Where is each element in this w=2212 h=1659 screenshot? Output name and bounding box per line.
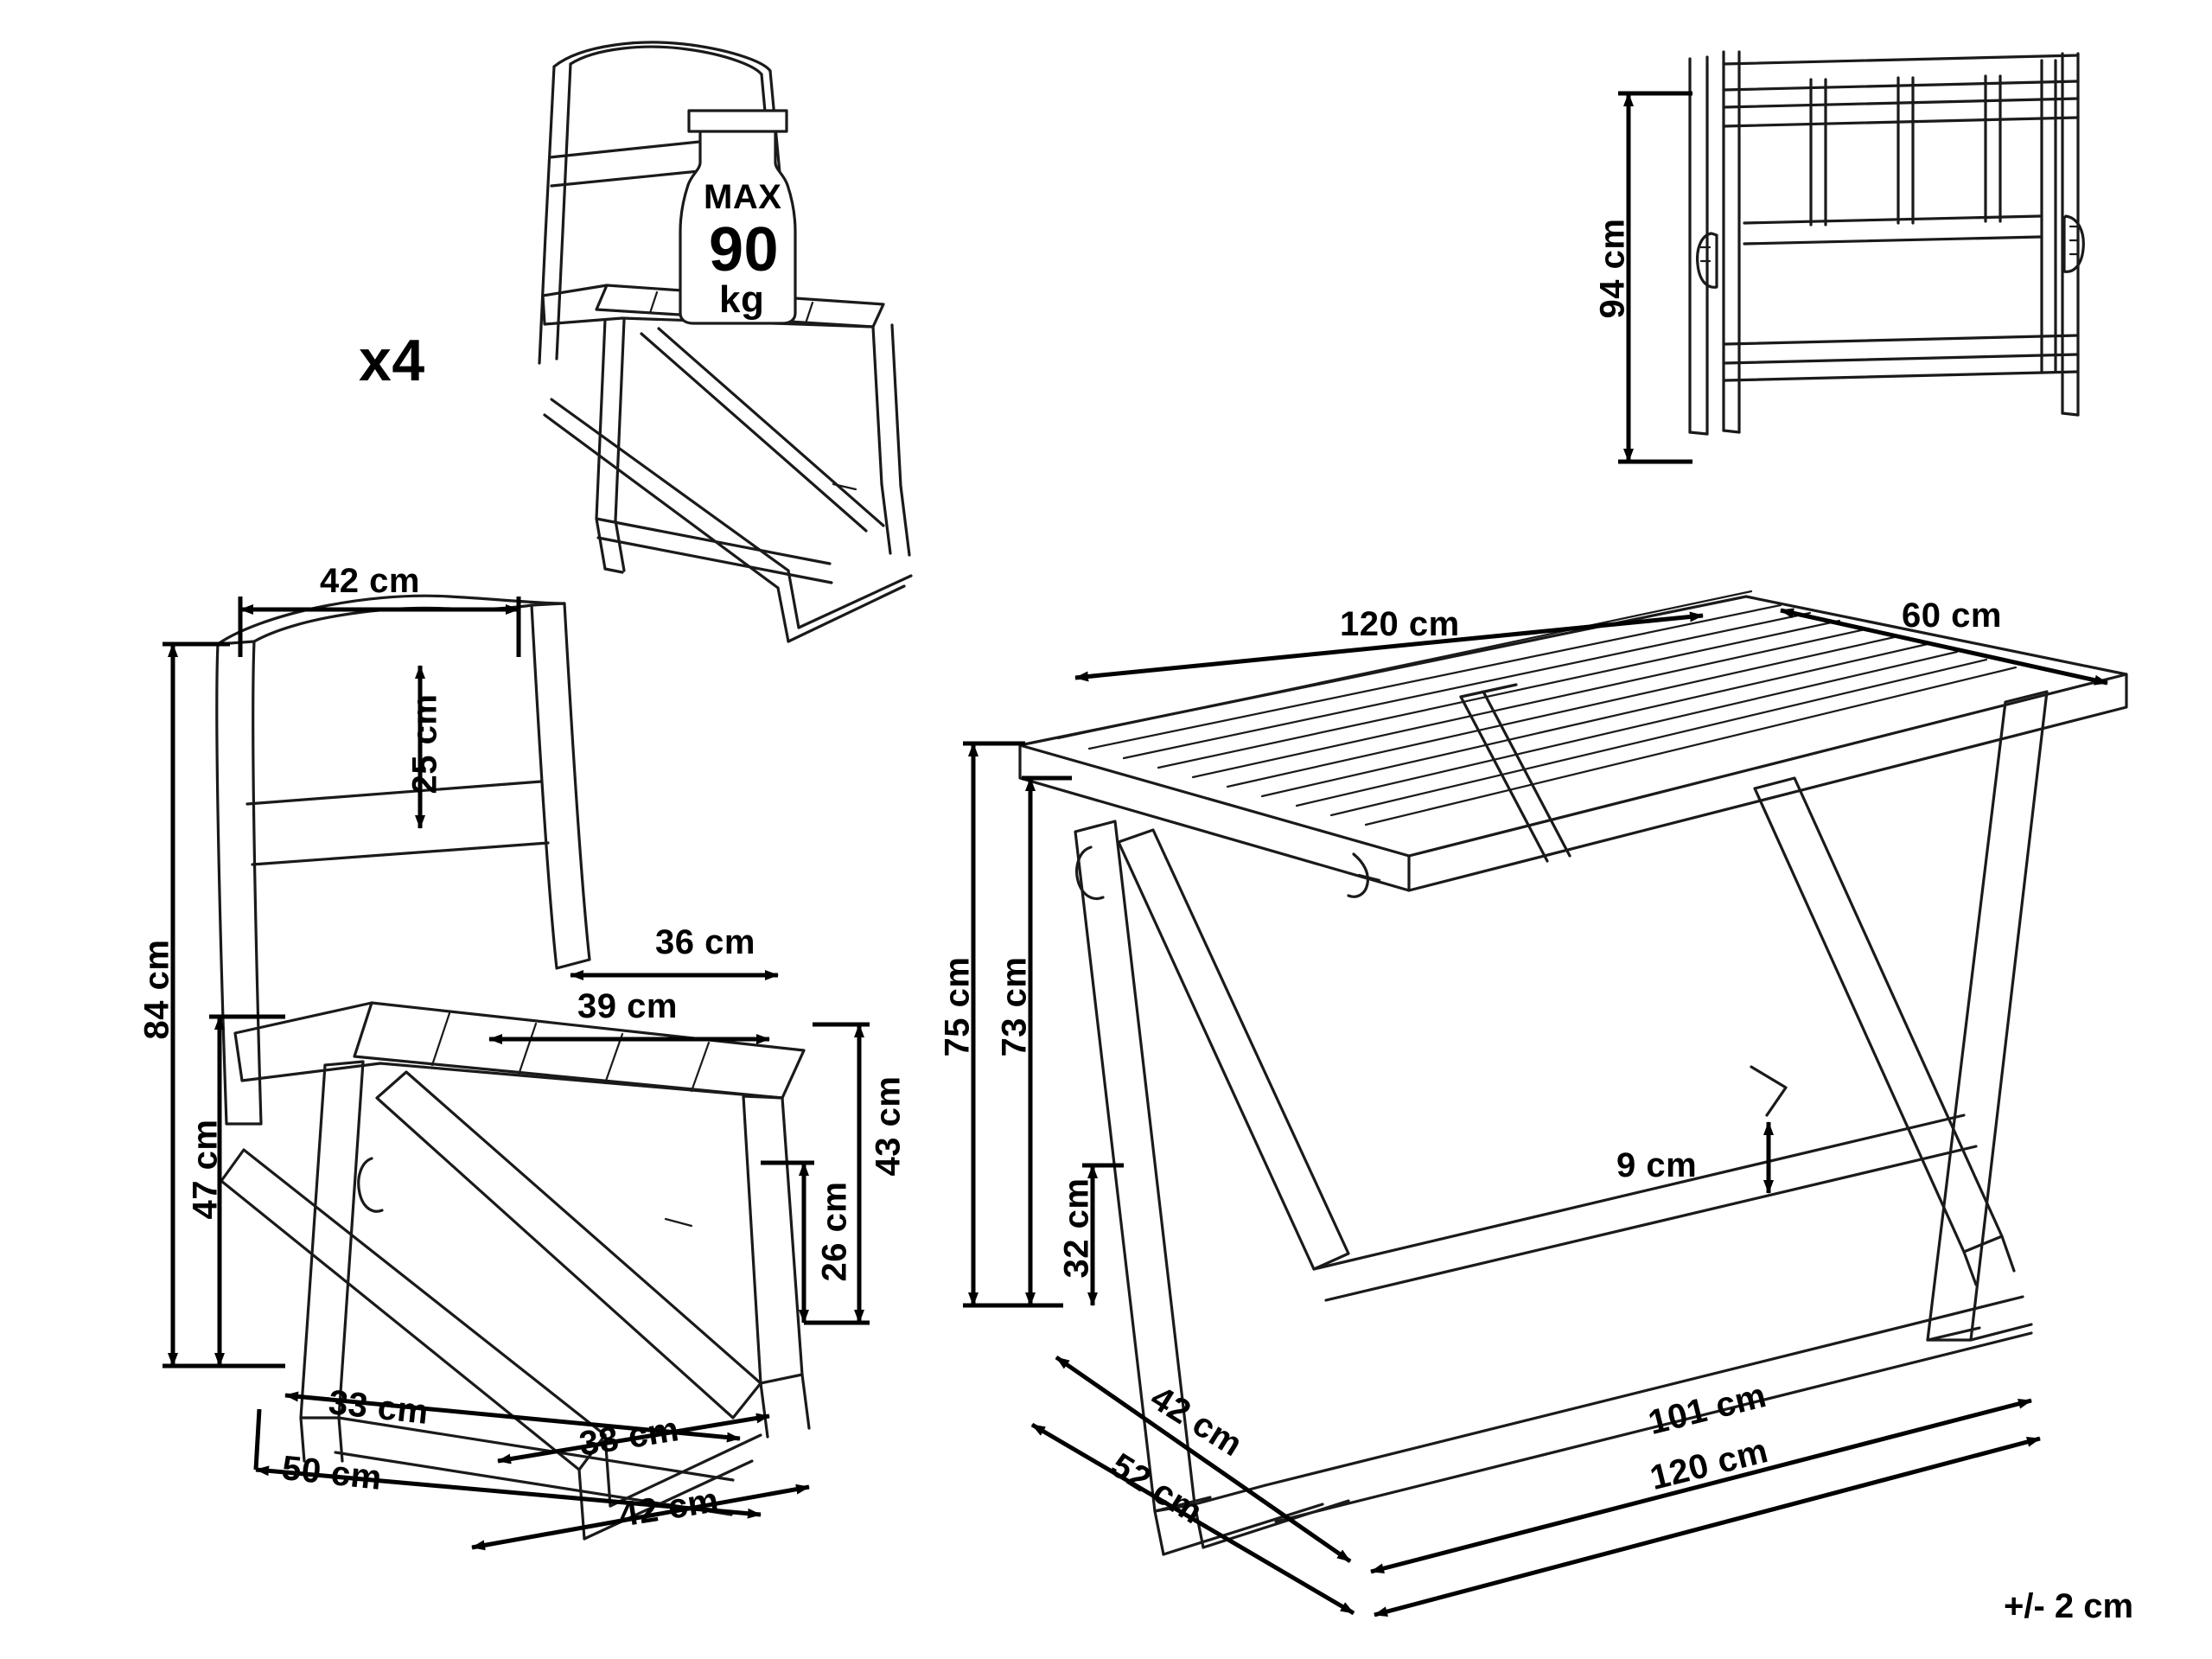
quantity-badge: x4 bbox=[359, 328, 425, 393]
dim-table-top-surface-height: 73 cm bbox=[995, 956, 1034, 1057]
dim-chair-base-width-lower: 42 cm bbox=[616, 1481, 722, 1535]
dim-chair-backrest-width: 42 cm bbox=[320, 562, 420, 600]
dim-chair-seat-depth-lower: 39 cm bbox=[577, 987, 678, 1025]
chair-main-illustration bbox=[215, 594, 811, 1541]
dim-table-lower-rail-height: 32 cm bbox=[1057, 1177, 1096, 1279]
dim-chair-base-depth-rear: 50 cm bbox=[280, 1449, 384, 1497]
dim-chair-total-height: 84 cm bbox=[137, 939, 176, 1040]
chair-folded-illustration bbox=[1688, 50, 2085, 436]
dim-chair-lower-rail-height: 26 cm bbox=[815, 1181, 854, 1282]
dim-table-foot-span: 101 cm bbox=[1644, 1375, 1770, 1443]
chair-load-illustration bbox=[538, 41, 913, 643]
dim-chair-seat-to-floor-right: 43 cm bbox=[869, 1075, 908, 1177]
dim-folded-height: 94 cm bbox=[1593, 218, 1632, 319]
dim-table-total-height: 75 cm bbox=[938, 956, 977, 1057]
dim-chair-backrest-height: 25 cm bbox=[405, 693, 444, 794]
dim-chair-seat-depth-upper: 36 cm bbox=[655, 923, 755, 961]
dim-chair-base-width-upper: 38 cm bbox=[577, 1410, 682, 1464]
dimension-lines bbox=[163, 91, 2108, 1618]
dim-table-base-length: 120 cm bbox=[1646, 1431, 1772, 1498]
max-load-line-2: 90 bbox=[709, 215, 780, 284]
dim-chair-base-depth-front: 33 cm bbox=[327, 1383, 430, 1432]
max-load-line-1: MAX bbox=[704, 178, 782, 216]
tolerance-note: +/- 2 cm bbox=[2004, 1587, 2134, 1625]
dim-table-top-length: 120 cm bbox=[1340, 605, 1460, 643]
dim-chair-seat-height: 47 cm bbox=[186, 1119, 225, 1220]
dim-table-foot-depth-inner: 42 cm bbox=[1144, 1378, 1250, 1464]
max-load-line-3: kg bbox=[719, 278, 765, 321]
dim-table-top-width: 60 cm bbox=[1902, 597, 2002, 635]
dim-table-foot-depth-outer: 52 cm bbox=[1104, 1445, 1210, 1532]
dim-table-rail-thickness: 9 cm bbox=[1616, 1146, 1698, 1184]
